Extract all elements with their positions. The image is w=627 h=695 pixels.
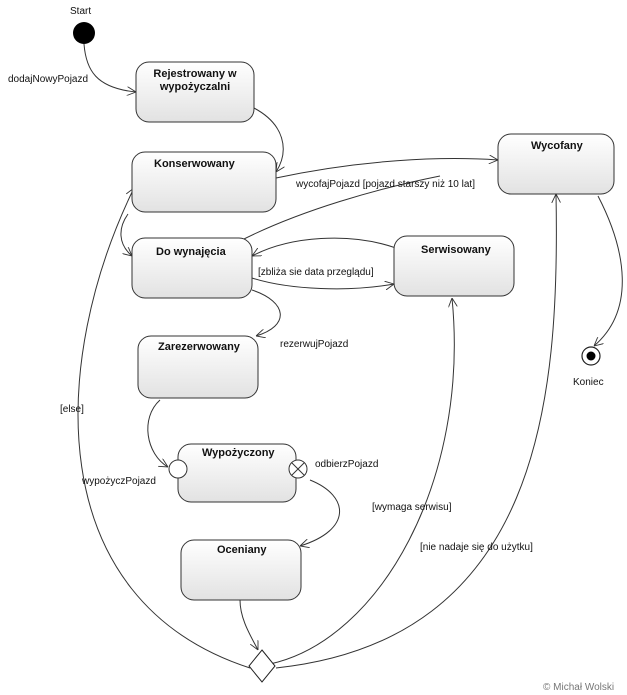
edge-reserved-to-rented <box>147 399 168 467</box>
state-registered: Rejestrowany w wypożyczalni <box>135 61 255 123</box>
state-conserved-label: Konserwowany <box>154 158 236 170</box>
final-state <box>581 346 601 366</box>
state-conserved: Konserwowany <box>131 151 277 213</box>
edge-withdrawn-to-end <box>594 195 623 346</box>
state-rented: Wypożyczony <box>168 443 308 503</box>
state-withdrawn-label: Wycofany <box>531 140 584 152</box>
transition-label-inspection: [zbliża sie data przeglądu] <box>258 267 374 278</box>
edge-conserved-to-forrent <box>120 213 132 256</box>
transition-label-rent: wypożyczPojazd <box>81 476 156 487</box>
edge-choice-to-conserved <box>77 188 251 669</box>
transition-label-pickup: odbierzPojazd <box>315 459 378 470</box>
edge-serviced-to-forrent <box>252 237 397 256</box>
edge-forrent-to-withdrawn <box>237 175 441 243</box>
edge-registered-to-conserved <box>253 107 283 172</box>
state-rated: Oceniany <box>180 539 302 601</box>
state-reserved-label: Zarezerwowany <box>158 341 241 353</box>
state-reserved: Zarezerwowany <box>137 335 259 399</box>
edge-choice-to-serviced <box>269 298 454 665</box>
author-credit: © Michał Wolski <box>543 682 614 693</box>
edge-rated-to-choice <box>239 599 258 650</box>
start-label: Start <box>70 6 91 17</box>
choice-node <box>248 649 276 683</box>
transition-label-add-vehicle: dodajNowyPojazd <box>8 74 88 85</box>
state-for-rent-label: Do wynajęcia <box>156 246 227 258</box>
transition-label-withdraw: wycofajPojazd [pojazd starszy niż 10 lat… <box>295 179 475 190</box>
edge-conserved-to-withdrawn <box>275 159 498 179</box>
entry-point <box>168 459 188 479</box>
edge-forrent-to-reserved <box>251 289 281 336</box>
state-rented-label: Wypożyczony <box>202 447 275 459</box>
exit-point <box>288 459 308 479</box>
edge-rented-to-rated <box>300 479 340 546</box>
state-rated-label: Oceniany <box>217 544 267 556</box>
initial-state <box>73 22 95 44</box>
edge-start-to-registered <box>83 43 136 92</box>
state-registered-line2: wypożyczalni <box>159 81 230 93</box>
end-label: Koniec <box>573 377 604 388</box>
state-withdrawn: Wycofany <box>497 133 615 195</box>
transition-label-unusable: [nie nadaje się do użytku] <box>420 542 533 553</box>
transition-label-needs-service: [wymaga serwisu] <box>372 502 452 513</box>
state-for-rent: Do wynajęcia <box>131 237 253 299</box>
state-serviced-label: Serwisowany <box>421 244 492 256</box>
transition-label-else: [else] <box>60 404 84 415</box>
state-registered-line1: Rejestrowany w <box>153 68 237 80</box>
edge-choice-to-withdrawn <box>275 194 556 669</box>
edge-forrent-to-serviced <box>251 277 394 289</box>
state-serviced: Serwisowany <box>393 235 515 297</box>
transition-label-reserve: rezerwujPojazd <box>280 339 348 350</box>
